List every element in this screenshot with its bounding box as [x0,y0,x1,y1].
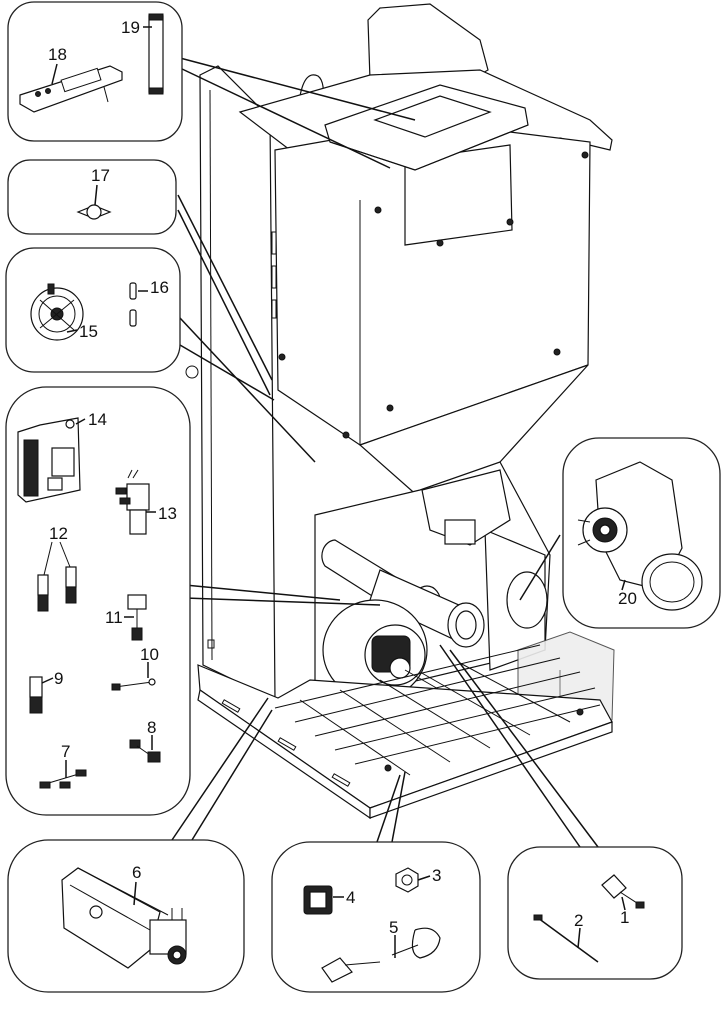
probe-2-part [533,914,599,963]
label-part-15: 15 [79,322,98,341]
flat-cable-part [148,13,164,95]
leader-lines [171,57,599,848]
cable-10-part [111,678,156,691]
label-part-2: 2 [574,911,583,930]
label-part-17: 17 [91,166,110,185]
label-part-1: 1 [620,908,629,927]
callout-parts-1-2 [507,846,683,980]
label-part-19: 19 [121,18,140,37]
label-part-10: 10 [140,645,159,664]
label-part-14: 14 [88,410,107,429]
callout-parts-18-19 [7,1,183,142]
label-part-16: 16 [150,278,169,297]
label-part-12: 12 [49,524,68,543]
part-number-labels: 18 19 17 16 15 14 13 12 11 10 9 8 7 20 6… [48,18,637,937]
label-part-6: 6 [132,863,141,882]
cable-7-part [39,769,87,789]
label-part-3: 3 [432,866,441,885]
callout-part-17 [7,159,177,235]
fitting-4-part [303,885,333,915]
auger-feeder-part [61,867,187,969]
label-part-18: 18 [48,45,67,64]
label-part-5: 5 [389,918,398,937]
fan-blower-part [577,461,703,611]
label-part-11: 11 [105,608,123,627]
connector-9-part [29,676,43,714]
callout-parts-3-4-5 [271,841,481,993]
label-part-4: 4 [346,888,355,907]
label-part-8: 8 [147,718,156,737]
control-display-part [19,65,123,113]
label-part-13: 13 [158,504,177,523]
main-apparatus [185,3,615,820]
connector-11-part [127,594,147,641]
sensor-pair-part [37,541,77,612]
cable-8-part [129,739,161,763]
label-part-9: 9 [54,669,63,688]
nut-3-part [395,867,419,893]
label-part-20: 20 [618,589,637,608]
fuse-part [129,282,137,327]
controller-board-part [17,417,81,503]
pressure-switch-part [30,283,84,341]
callout-part-20 [562,437,721,629]
valve-part [76,204,112,220]
callout-parts-15-16 [5,247,181,373]
label-part-7: 7 [61,742,70,761]
callout-parts-7-14 [5,386,191,816]
sensor-1-part [601,874,645,909]
wiring-harness-13-part [115,469,150,535]
igniter-5-part [321,927,441,983]
callout-part-6 [7,839,245,993]
tray-grid [274,644,601,776]
